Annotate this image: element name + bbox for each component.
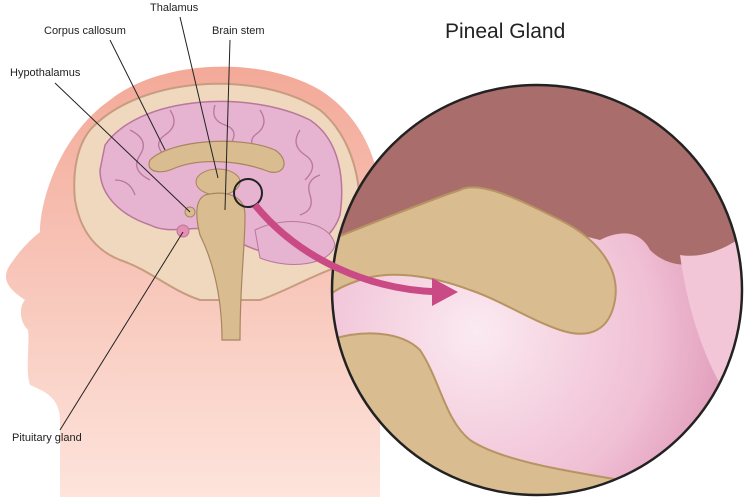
label-corpus-callosum: Corpus callosum <box>44 25 126 37</box>
pineal-highlight-circle <box>233 178 263 208</box>
label-thalamus: Thalamus <box>150 2 199 14</box>
corpus-callosum <box>148 140 285 173</box>
arrow-head <box>432 278 458 306</box>
label-pituitary-gland: Pituitary gland <box>12 432 82 444</box>
pituitary <box>176 224 190 238</box>
label-hypothalamus: Hypothalamus <box>10 67 81 79</box>
magnifier-circle <box>330 83 744 497</box>
arrow <box>252 202 441 296</box>
leader-lines <box>54 16 231 431</box>
diagram-title: Pineal Gland <box>445 20 566 43</box>
brain-stem <box>196 192 246 341</box>
label-brain-stem: Brain stem <box>212 25 265 37</box>
